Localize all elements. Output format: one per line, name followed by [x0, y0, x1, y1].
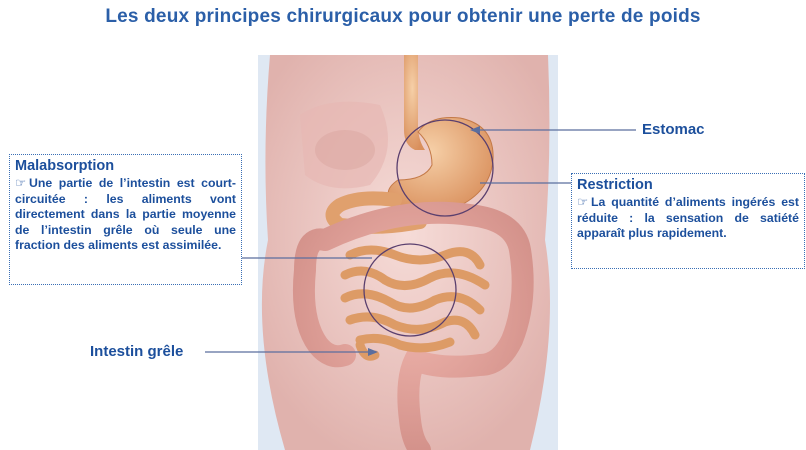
malabsorption-text-block: ☞Une partie de l’intestin est court-circ…: [15, 176, 236, 254]
stomach-label: Estomac: [642, 121, 705, 138]
gallbladder: [315, 130, 375, 170]
restriction-box: Restriction ☞La quantité d’aliments ingé…: [571, 173, 805, 269]
pointing-hand-icon: ☞: [15, 176, 26, 190]
pointing-hand-icon: ☞: [577, 195, 588, 209]
malabsorption-text: Une partie de l’intestin est court-circu…: [15, 176, 236, 252]
restriction-text-block: ☞La quantité d’aliments ingérés est rédu…: [577, 195, 799, 242]
malabsorption-box: Malabsorption ☞Une partie de l’intestin …: [9, 154, 242, 285]
small-intestine-label: Intestin grêle: [90, 343, 183, 360]
restriction-text: La quantité d’aliments ingérés est rédui…: [577, 195, 799, 240]
restriction-heading: Restriction: [577, 177, 799, 193]
malabsorption-heading: Malabsorption: [15, 158, 236, 174]
